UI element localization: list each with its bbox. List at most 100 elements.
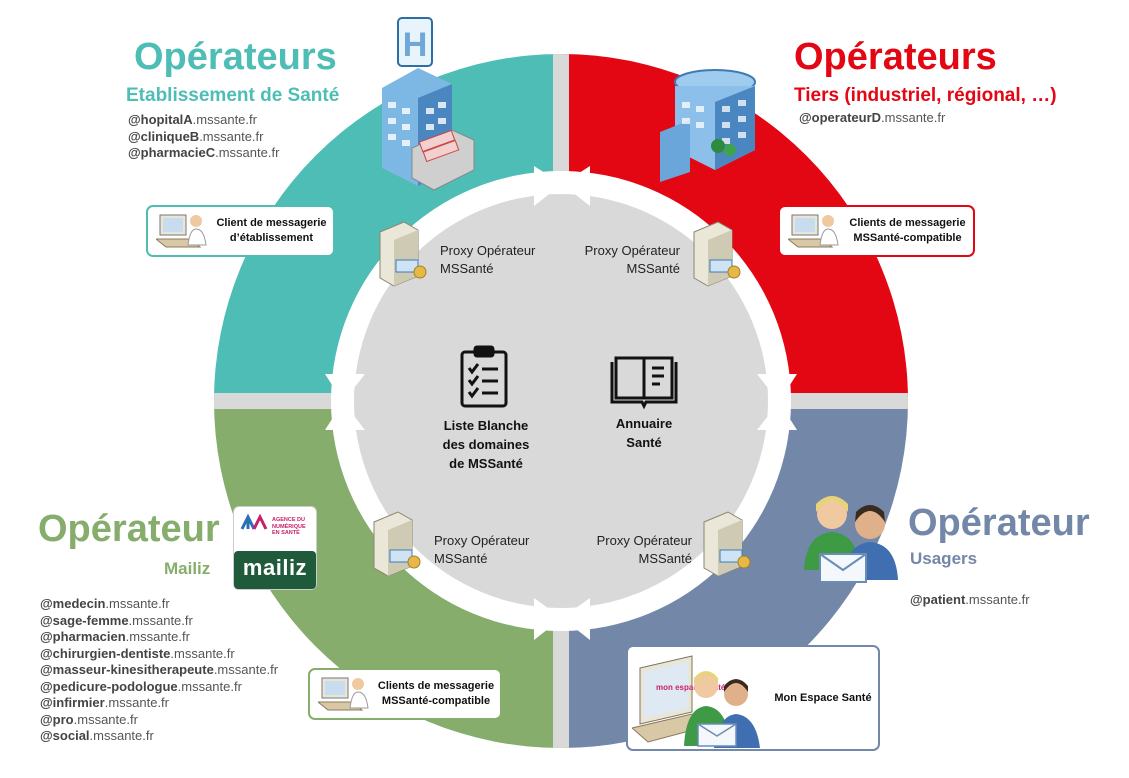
domain-prefix: @chirurgien-dentiste	[40, 645, 171, 661]
arrow-top-left	[534, 166, 562, 206]
arrow-right-upper	[757, 374, 797, 402]
domain-entry: @pharmacien.mssante.fr	[40, 629, 278, 646]
domain-suffix: .mssante.fr	[177, 678, 242, 694]
domain-entry: @patient.mssante.fr	[910, 592, 1030, 609]
domain-suffix: .mssante.fr	[881, 110, 946, 125]
domain-suffix: .mssante.fr	[125, 629, 190, 644]
domain-prefix: @hopitalA	[128, 112, 193, 127]
mailiz-logo: AGENCE DU NUMÉRIQUE EN SANTÉ mailiz	[233, 506, 317, 590]
directory-label: Annuaire Santé	[594, 414, 694, 452]
domain-prefix: @patient	[910, 592, 966, 607]
whitelist-label-line1: Liste Blanche	[443, 418, 529, 433]
domain-suffix: .mssante.fr	[192, 112, 257, 127]
domains-bottom-left: @medecin.mssante.fr@sage-femme.mssante.f…	[40, 596, 278, 745]
ring-arrows	[325, 166, 797, 640]
domain-prefix: @pharmacieC	[128, 145, 216, 160]
domain-prefix: @pharmacien	[40, 629, 126, 644]
domain-entry: @pro.mssante.fr	[40, 712, 278, 729]
proxy-label-top-left: Proxy Opérateur MSSanté	[440, 242, 535, 278]
proxy-label-top-right: Proxy Opérateur MSSanté	[578, 242, 680, 278]
proxy-label-top-right-line2: MSSanté	[626, 261, 680, 276]
domains-bottom-right: @patient.mssante.fr	[910, 592, 1030, 609]
proxy-label-bottom-right: Proxy Opérateur MSSanté	[586, 532, 692, 568]
domain-entry: @hopitalA.mssante.fr	[128, 112, 279, 129]
client-box-top-right[interactable]: Clients de messagerie MSSanté-compatible	[778, 205, 975, 257]
subtitle-top-right: Tiers (industriel, régional, …)	[794, 85, 1057, 106]
domain-prefix: @pedicure-podologue	[40, 678, 178, 694]
domain-prefix: @masseur-kinesitherapeute	[40, 662, 214, 677]
domain-entry: @masseur-kinesitherapeute.mssante.fr	[40, 662, 278, 679]
domain-entry: @pharmacieC.mssante.fr	[128, 145, 279, 162]
server-icon-top-left	[379, 221, 427, 287]
svg-text:H: H	[403, 26, 428, 64]
subtitle-bottom-right: Usagers	[910, 549, 978, 568]
directory-label-line1: Annuaire	[615, 416, 673, 431]
client-label-top-right-line2: MSSanté-compatible	[853, 232, 962, 244]
domain-prefix: @cliniqueB	[128, 128, 200, 144]
title-top-right: Opérateurs	[794, 36, 997, 78]
server-icon-top-right	[693, 221, 741, 287]
domain-suffix: .mssante.fr	[105, 596, 170, 611]
arrow-top-right	[562, 166, 590, 206]
client-box-bottom-left[interactable]: Clients de messagerie MSSanté-compatible	[308, 668, 502, 720]
client-label-top-left-line1: Client de messagerie	[216, 217, 327, 229]
domain-entry: @sage-femme.mssante.fr	[40, 613, 278, 630]
client-label-bottom-left-line1: Clients de messagerie	[377, 680, 495, 692]
domain-prefix: @operateurD	[799, 110, 882, 125]
domain-prefix: @sage-femme	[40, 612, 129, 628]
desk-user-icon	[788, 214, 839, 248]
domain-suffix: .mssante.fr	[73, 711, 138, 727]
domain-entry: @chirurgien-dentiste.mssante.fr	[40, 646, 278, 663]
domain-suffix: .mssante.fr	[199, 128, 264, 144]
client-box-top-left[interactable]: Client de messagerie d’établissement	[146, 205, 335, 257]
domain-prefix: @medecin	[40, 596, 106, 611]
domain-entry: @operateurD.mssante.fr	[799, 110, 945, 127]
arrow-bottom-left	[534, 598, 562, 640]
domain-entry: @medecin.mssante.fr	[40, 596, 278, 613]
client-label-top-right-line1: Clients de messagerie	[849, 217, 966, 229]
whitelist-label: Liste Blanche des domaines de MSSanté	[426, 416, 546, 473]
domain-suffix: .mssante.fr	[215, 145, 280, 160]
mon-espace-sante-icon: mon espace santé	[632, 655, 760, 748]
desk-user-icon	[318, 677, 369, 711]
mon-espace-sante-label: Mon Espace Santé	[774, 691, 872, 704]
domain-prefix: @pro	[40, 711, 74, 727]
proxy-label-bottom-right-line2: MSSanté	[638, 551, 692, 566]
domain-entry: @pedicure-podologue.mssante.fr	[40, 679, 278, 696]
agency-logo-text: AGENCE DU NUMÉRIQUE EN SANTÉ	[272, 517, 306, 536]
proxy-label-top-right-line1: Proxy Opérateur	[584, 243, 680, 258]
subtitle-top-left: Etablissement de Santé	[126, 85, 340, 106]
directory-label-line2: Santé	[626, 435, 662, 450]
server-icon-bottom-right	[703, 511, 751, 577]
domain-entry: @infirmier.mssante.fr	[40, 695, 278, 712]
mailiz-logo-text: mailiz	[242, 555, 308, 580]
server-icon-bottom-left	[373, 511, 421, 577]
whitelist-label-line2: des domaines	[442, 437, 530, 452]
proxy-label-bottom-left-line2: MSSanté	[434, 551, 488, 566]
proxy-label-top-left-line2: MSSanté	[440, 261, 494, 276]
book-icon	[610, 356, 678, 410]
arrow-left-lower	[325, 402, 365, 430]
domain-suffix: .mssante.fr	[170, 645, 235, 661]
proxy-label-bottom-left: Proxy Opérateur MSSanté	[434, 532, 529, 568]
domain-suffix: .mssante.fr	[89, 728, 154, 743]
domain-suffix: .mssante.fr	[128, 612, 193, 628]
client-label-top-left-line2: d’établissement	[229, 232, 314, 244]
inner-circle	[354, 194, 768, 608]
domain-entry: @social.mssante.fr	[40, 728, 278, 745]
proxy-label-bottom-left-line1: Proxy Opérateur	[434, 533, 530, 548]
desk-user-icon	[156, 214, 207, 248]
domain-suffix: .mssante.fr	[965, 592, 1030, 607]
arrow-right-lower	[757, 402, 797, 430]
whitelist-label-line3: de MSSanté	[449, 456, 523, 471]
users-mail-icon	[804, 496, 898, 583]
domain-suffix: .mssante.fr	[213, 662, 279, 677]
domain-suffix: .mssante.fr	[104, 695, 169, 710]
svg-text:mon espace santé: mon espace santé	[656, 683, 726, 692]
mon-espace-sante-box[interactable]: mon espace santé Mon Espace Santé	[626, 645, 880, 751]
domain-prefix: @infirmier	[40, 695, 105, 710]
checklist-icon	[460, 345, 508, 408]
domain-entry: @cliniqueB.mssante.fr	[128, 129, 279, 146]
proxy-label-bottom-right-line1: Proxy Opérateur	[596, 533, 692, 548]
